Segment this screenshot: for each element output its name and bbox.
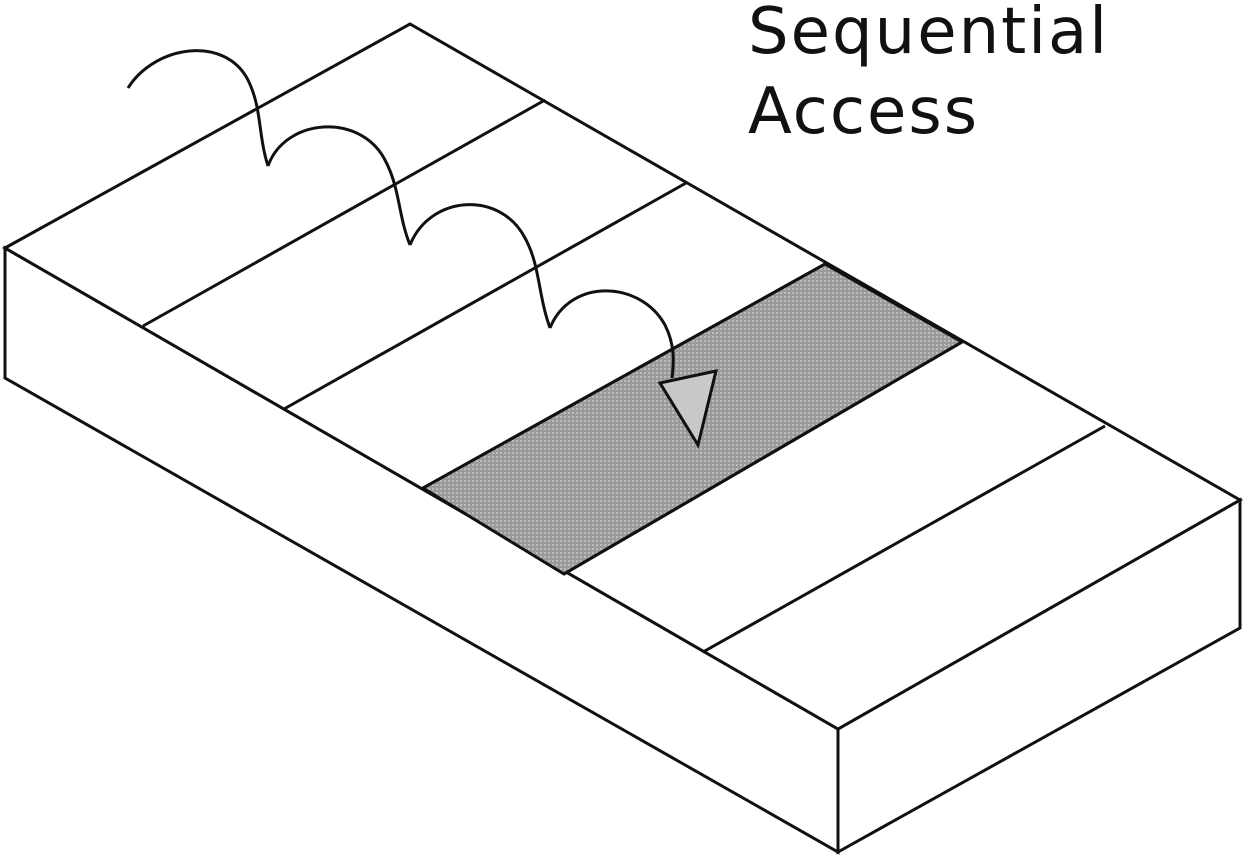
record-divider (563, 340, 963, 576)
record-divider (283, 181, 687, 411)
record-divider (142, 98, 546, 328)
hop-arrow (408, 203, 552, 329)
record-divider (702, 424, 1106, 654)
hop-arrow (266, 125, 412, 246)
diagram-title-line-2: Access (748, 75, 980, 149)
arrowhead-icon (657, 369, 719, 449)
hop-arrow (126, 49, 270, 167)
record-divider (422, 262, 826, 490)
diagram-title-line-1: Sequential (748, 0, 1109, 69)
hop-arrow (548, 289, 675, 379)
